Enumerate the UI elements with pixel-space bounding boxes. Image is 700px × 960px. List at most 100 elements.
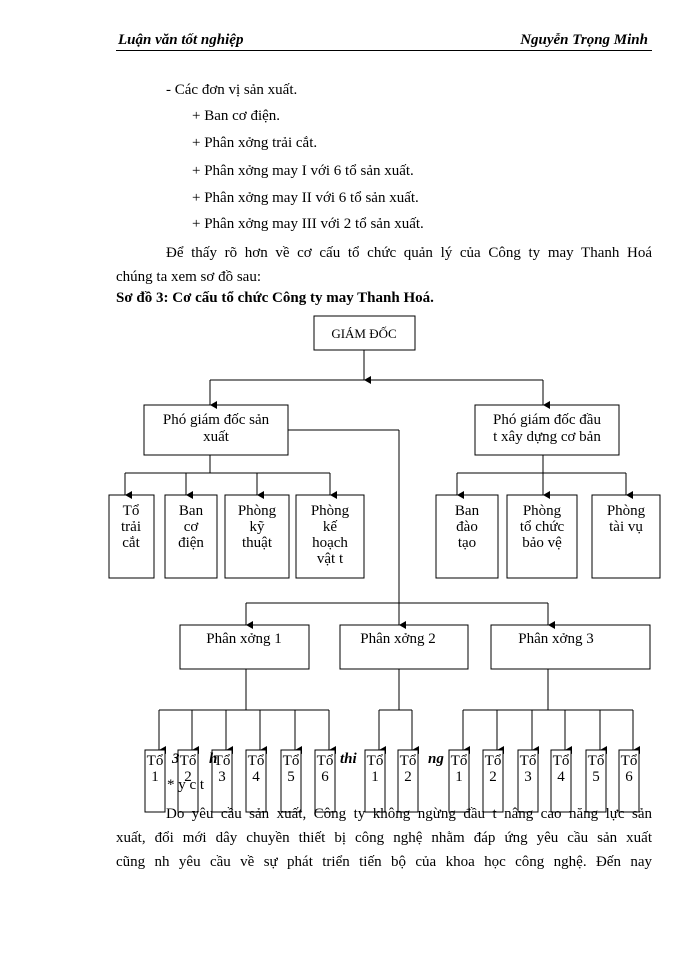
dept-label: kế (323, 519, 338, 535)
team-label: Tổ (283, 753, 300, 769)
dept-label: Tổ (123, 503, 140, 519)
team-label: Tổ (317, 753, 334, 769)
team-number: 3 (218, 769, 226, 785)
team-label: Tổ (451, 753, 468, 769)
intro-paragraph: Để thấy rõ hơn về cơ cấu tổ chức quản lý… (116, 241, 652, 289)
bottom-paragraph: Do yêu cầu sản xuất, Công ty không ngừng… (116, 802, 652, 874)
workshop-label: Phân xởng 2 (360, 631, 435, 647)
team-box (211, 749, 233, 813)
deputy-production-label-line2: xuất (203, 429, 230, 445)
team-box (280, 749, 302, 813)
team-number: 2 (184, 769, 192, 785)
team-label: Tổ (147, 753, 164, 769)
team-number: 5 (592, 769, 600, 785)
team-number: 4 (557, 769, 565, 785)
director-label: GIÁM ĐỐC (331, 326, 396, 341)
dept-label: cơ (184, 519, 200, 535)
dept-label: Phòng (523, 503, 562, 519)
team-label: Tổ (553, 753, 570, 769)
team-label: Tổ (248, 753, 265, 769)
team-label: Tổ (485, 753, 502, 769)
overlap-fragment: thi (340, 751, 357, 767)
team-label: Tổ (520, 753, 537, 769)
overlap-subline: * y c t (167, 777, 205, 793)
team-box (517, 749, 539, 813)
intro-item: + Phân xởng may II với 6 tổ sản xuất. (192, 190, 419, 206)
team-number: 1 (455, 769, 463, 785)
department-box (435, 494, 499, 579)
department-box (591, 494, 661, 579)
dept-label: tổ chức (520, 519, 565, 535)
dept-label: vật t (317, 551, 344, 567)
department-box (108, 494, 155, 579)
deputy-investment-label-line2: t xây dựng cơ bản (493, 429, 601, 445)
team-number: 1 (371, 769, 379, 785)
team-box (245, 749, 267, 813)
dept-label: điện (178, 535, 204, 551)
intro-item: + Phân xởng may I với 6 tổ sản xuất. (192, 163, 414, 179)
paragraph-line: xuất, đổi mới dây chuyền thiết bị công n… (116, 830, 652, 846)
paragraph-line: chúng ta xem sơ đồ sau: (116, 269, 261, 285)
team-number: 6 (321, 769, 329, 785)
deputy-investment-box (474, 404, 620, 456)
team-label: Tổ (367, 753, 384, 769)
header-author-name: Nguyễn Trọng Minh (520, 32, 648, 48)
intro-item: + Phân xởng trải cắt. (192, 135, 318, 151)
team-box (448, 749, 470, 813)
dept-label: Phòng (311, 503, 350, 519)
deputy-investment-label-line1: Phó giám đốc đầu (493, 412, 601, 428)
team-box (618, 749, 640, 813)
dept-label: tài vụ (609, 519, 643, 535)
team-box (482, 749, 504, 813)
dept-label: bảo vệ (522, 535, 562, 551)
dept-label: tạo (458, 535, 476, 551)
workshop-label: Phân xởng 3 (518, 631, 593, 647)
team-box (364, 749, 386, 813)
header-rule (116, 50, 652, 51)
overlap-fragment: ng (428, 751, 444, 767)
overlap-fragment: h (209, 751, 218, 767)
dept-label: Ban (455, 503, 480, 519)
intro-item: + Ban cơ điện. (192, 108, 281, 124)
team-box (177, 749, 199, 813)
dept-label: cắt (122, 535, 140, 551)
intro-heading: - Các đơn vị sản xuất. (166, 82, 298, 98)
dept-label: Phòng (607, 503, 646, 519)
header-left-title: Luận văn tốt nghiệp (118, 32, 244, 48)
department-box (224, 494, 290, 579)
team-label: Tổ (214, 753, 231, 769)
paragraph-line: cũng nh yêu cầu về sự phát triển tiến bộ… (116, 854, 652, 870)
dept-label: trải (121, 519, 141, 535)
team-box (550, 749, 572, 813)
dept-label: kỹ (250, 519, 266, 535)
workshop-box (490, 624, 651, 670)
team-box (585, 749, 607, 813)
team-label: Tổ (400, 753, 417, 769)
department-box (506, 494, 578, 579)
department-box (164, 494, 218, 579)
team-box (397, 749, 419, 813)
paragraph-line: Để thấy rõ hơn về cơ cấu tổ chức quản lý… (166, 245, 652, 261)
workshop-label: Phân xởng 1 (206, 631, 281, 647)
overlap-fragment: 3 (172, 751, 180, 767)
workshop-box (339, 624, 469, 670)
department-box (295, 494, 365, 579)
team-label: Tổ (180, 753, 197, 769)
workshop-box (179, 624, 310, 670)
team-label: Tổ (588, 753, 605, 769)
team-label: Tổ (621, 753, 638, 769)
team-number: 6 (625, 769, 633, 785)
team-number: 2 (489, 769, 497, 785)
dept-label: thuật (242, 535, 273, 551)
dept-label: Ban (179, 503, 204, 519)
dept-label: đào (456, 519, 478, 535)
intro-item: + Phân xởng may III với 2 tổ sản xuất. (192, 216, 424, 232)
team-number: 2 (404, 769, 412, 785)
team-box (314, 749, 336, 813)
team-box (144, 749, 166, 813)
team-number: 1 (151, 769, 159, 785)
dept-label: hoạch (312, 535, 348, 551)
team-number: 3 (524, 769, 532, 785)
team-number: 4 (252, 769, 260, 785)
